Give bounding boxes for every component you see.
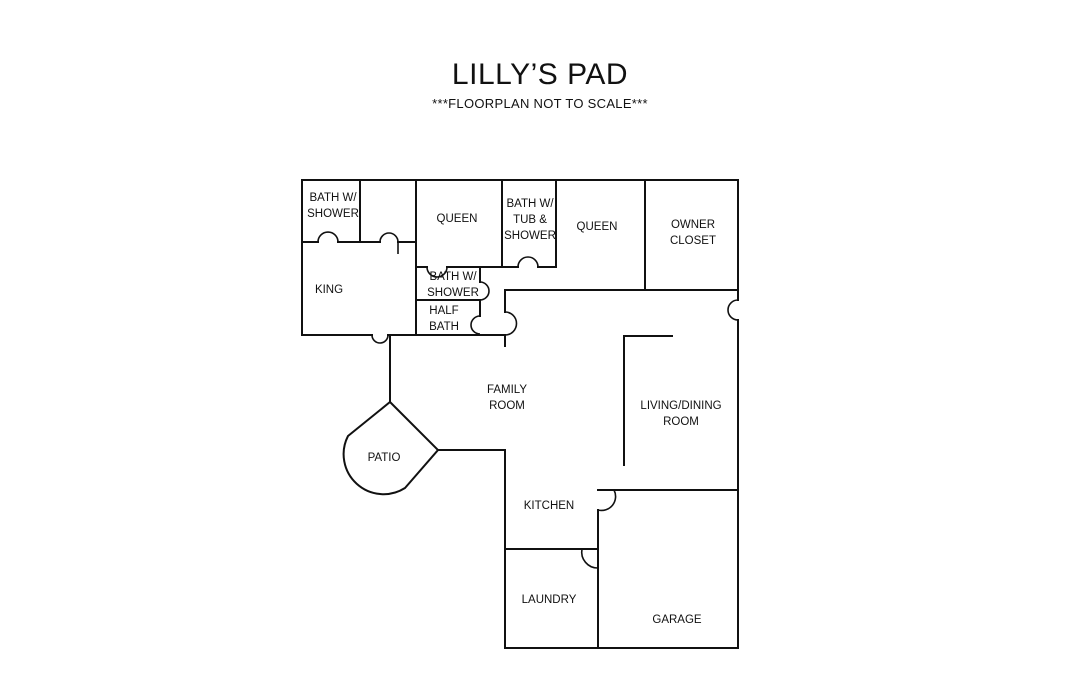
door-arc bbox=[727, 299, 739, 321]
room-label-line: SHOWER bbox=[307, 208, 359, 220]
door-arc bbox=[470, 315, 481, 335]
door-arc bbox=[597, 489, 617, 512]
room-label-living-dining: LIVING/DINING ROOM bbox=[640, 400, 721, 428]
room-label-king: KING bbox=[315, 284, 343, 296]
door-arc bbox=[580, 548, 599, 569]
room-label-line: LIVING/DINING bbox=[640, 400, 721, 412]
room-label-line: GARAGE bbox=[652, 614, 702, 626]
room-label-line: SHOWER bbox=[504, 230, 556, 242]
door-arc bbox=[504, 311, 518, 336]
room-labels: BATH W/SHOWER QUEEN BATH W/TUB & SHOWER Q… bbox=[307, 192, 722, 626]
room-label-bath-shower-1: BATH W/SHOWER bbox=[307, 192, 359, 220]
walls bbox=[301, 179, 739, 649]
room-label-line: BATH W/ bbox=[506, 198, 554, 210]
room-label-queen-2: QUEEN bbox=[577, 221, 618, 233]
room-label-line: KING bbox=[315, 284, 343, 296]
room-label-line: PATIO bbox=[368, 452, 401, 464]
room-label-line: FAMILY bbox=[487, 384, 527, 396]
page-title: LILLY’S PAD bbox=[451, 58, 629, 91]
doors bbox=[317, 231, 739, 569]
room-label-line: HALF bbox=[429, 305, 458, 317]
room-label-kitchen: KITCHEN bbox=[524, 500, 574, 512]
door-arc bbox=[371, 334, 389, 344]
room-label-bath-shower-2: BATH W/SHOWER bbox=[427, 271, 479, 299]
door-arc bbox=[517, 256, 539, 268]
room-label-line: QUEEN bbox=[437, 213, 478, 225]
door-arc bbox=[379, 232, 399, 243]
room-label-patio: PATIO bbox=[368, 452, 401, 464]
page-subtitle: ***FLOORPLAN NOT TO SCALE*** bbox=[432, 96, 648, 111]
room-label-laundry: LAUNDRY bbox=[522, 594, 577, 606]
room-label-line: ROOM bbox=[489, 400, 525, 412]
patio-outline bbox=[342, 400, 440, 496]
room-label-line: QUEEN bbox=[577, 221, 618, 233]
room-label-garage: GARAGE bbox=[652, 614, 702, 626]
room-label-owner-closet: OWNER CLOSET bbox=[670, 219, 716, 247]
room-label-queen-1: QUEEN bbox=[437, 213, 478, 225]
door-arc bbox=[426, 266, 448, 278]
room-label-line: ROOM bbox=[663, 416, 699, 428]
room-label-line: SHOWER bbox=[427, 287, 479, 299]
room-label-line: LAUNDRY bbox=[522, 594, 577, 606]
room-label-line: KITCHEN bbox=[524, 500, 574, 512]
room-label-line: CLOSET bbox=[670, 235, 716, 247]
door-arc bbox=[479, 281, 490, 301]
room-label-line: BATH bbox=[429, 321, 459, 333]
room-label-line: BATH W/ bbox=[309, 192, 357, 204]
room-label-bath-tub-shower: BATH W/TUB & SHOWER bbox=[504, 198, 556, 242]
room-label-line: BATH W/ bbox=[429, 271, 477, 283]
room-label-family-room: FAMILY ROOM bbox=[487, 384, 527, 412]
room-label-line: OWNER bbox=[671, 219, 715, 231]
room-label-half-bath: HALF BATH bbox=[429, 305, 459, 333]
room-label-line: TUB & bbox=[513, 214, 547, 226]
door-arc bbox=[317, 231, 339, 243]
